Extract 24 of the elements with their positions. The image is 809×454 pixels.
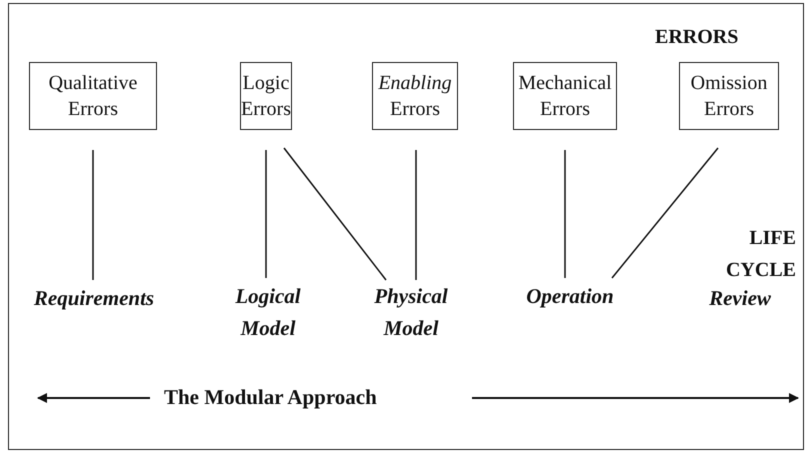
error-box bbox=[372, 62, 458, 130]
connector-line bbox=[265, 150, 267, 278]
error-box bbox=[240, 62, 292, 130]
connector-line bbox=[611, 148, 719, 278]
connector-line bbox=[564, 150, 566, 278]
section-heading: LIFE CYCLE bbox=[724, 226, 796, 283]
stage-label: Review bbox=[695, 282, 785, 318]
stage-label: Requirements bbox=[28, 282, 160, 318]
box-text: Qualitative Errors bbox=[48, 71, 138, 122]
direction-label: The Modular Approach bbox=[164, 384, 377, 410]
section-heading: ERRORS bbox=[655, 25, 738, 50]
stage-label: Logical Model bbox=[222, 280, 314, 348]
error-box bbox=[513, 62, 617, 130]
connector-line bbox=[415, 150, 417, 280]
box-text: Omission Errors bbox=[690, 71, 768, 122]
error-box bbox=[29, 62, 157, 130]
connector-line bbox=[92, 150, 94, 280]
box-text: Enabling Errors bbox=[377, 71, 453, 122]
box-text: Logic Errors bbox=[241, 71, 291, 122]
stage-label: Operation bbox=[510, 280, 630, 316]
connector-line bbox=[283, 148, 387, 280]
box-text: Mechanical Errors bbox=[517, 71, 613, 122]
stage-label: Physical Model bbox=[356, 280, 466, 348]
error-box bbox=[679, 62, 779, 130]
